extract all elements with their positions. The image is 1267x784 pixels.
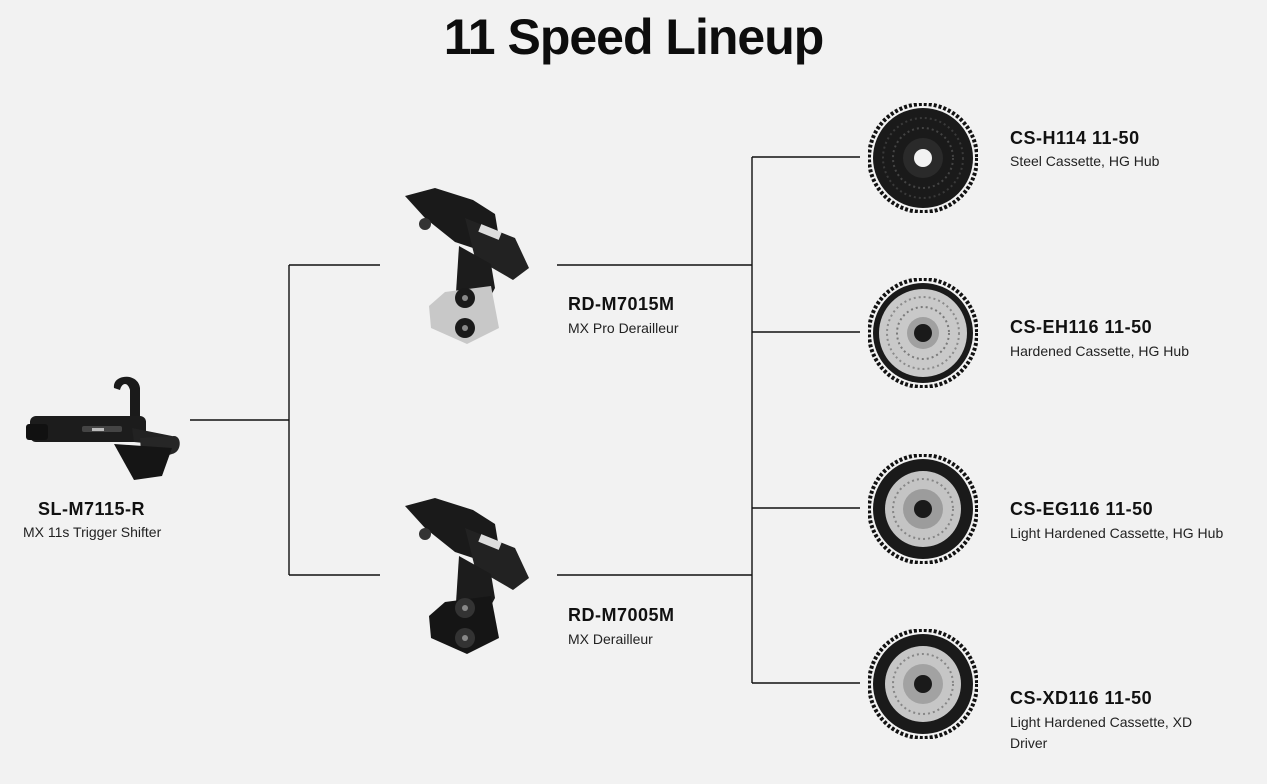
shifter-name: SL-M7115-R — [38, 499, 145, 520]
cassette-desc-3: Light Hardened Cassette, HG Hub — [1010, 523, 1223, 544]
rear-derailleur-icon — [395, 188, 535, 346]
trigger-shifter-icon — [22, 372, 182, 484]
cassette-desc-1: Steel Cassette, HG Hub — [1010, 151, 1159, 172]
cassette-icon — [868, 278, 978, 388]
rear-derailleur-icon — [395, 498, 535, 656]
cassette-desc-4: Light Hardened Cassette, XD Driver — [1010, 712, 1230, 754]
cassette-icon — [868, 629, 978, 739]
cassette-name-4: CS-XD116 11-50 — [1010, 688, 1152, 709]
cassette-icon — [868, 454, 978, 564]
derailleur-name-2: RD-M7005M — [568, 605, 675, 626]
derailleur-desc-2: MX Derailleur — [568, 629, 653, 650]
shifter-desc: MX 11s Trigger Shifter — [23, 522, 161, 543]
cassette-name-2: CS-EH116 11-50 — [1010, 317, 1152, 338]
derailleur-desc-1: MX Pro Derailleur — [568, 318, 678, 339]
derailleur-name-1: RD-M7015M — [568, 294, 675, 315]
cassette-desc-2: Hardened Cassette, HG Hub — [1010, 341, 1189, 362]
cassette-icon — [868, 103, 978, 213]
cassette-name-3: CS-EG116 11-50 — [1010, 499, 1153, 520]
cassette-name-1: CS-H114 11-50 — [1010, 128, 1140, 149]
